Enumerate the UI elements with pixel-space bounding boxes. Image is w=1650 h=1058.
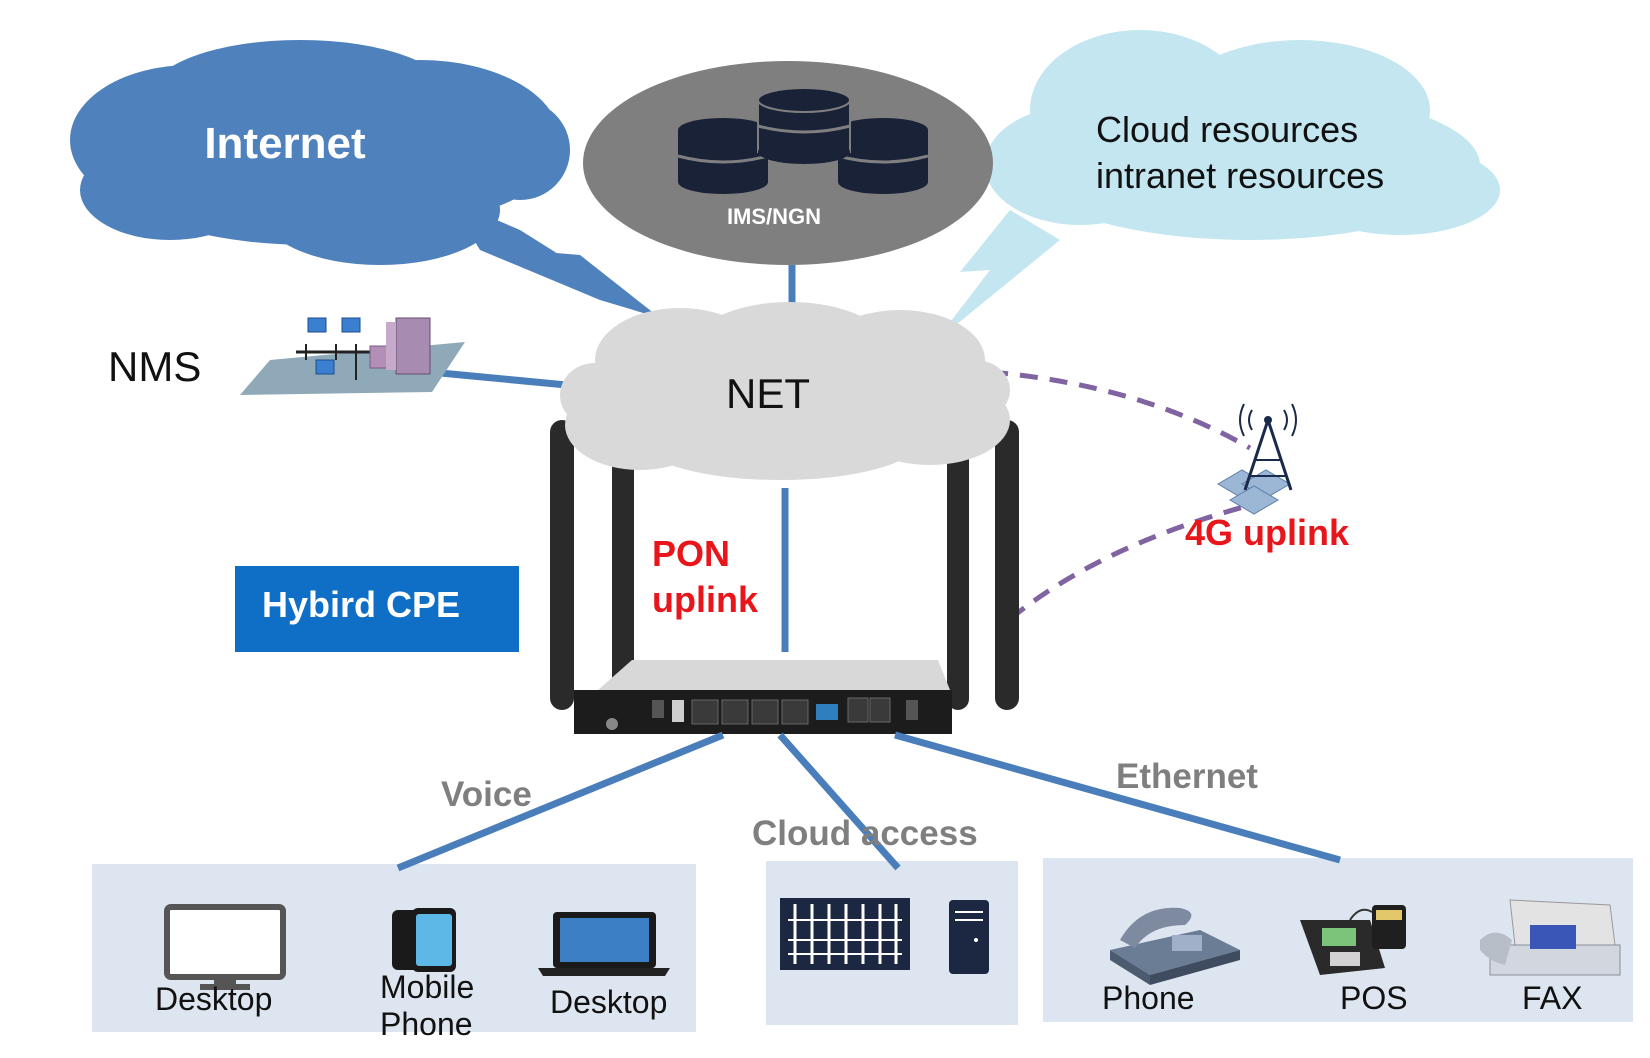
internet-label: Internet [204, 119, 366, 168]
voice-link-line [396, 731, 725, 872]
voice-label: Voice [441, 775, 532, 814]
nms-label: NMS [108, 343, 201, 390]
pon-label-line1: PON [652, 533, 730, 574]
hybrid-cpe-label: Hybird CPE [262, 584, 460, 625]
mobile-label-line1: Mobile [380, 969, 474, 1005]
fax-label: FAX [1522, 980, 1582, 1016]
net-label: NET [726, 370, 810, 417]
ethernet-label: Ethernet [1116, 757, 1258, 796]
cloud-resources-cloud [935, 30, 1500, 342]
desktop-label-1: Desktop [155, 981, 272, 1017]
patch-panel-icon [780, 898, 910, 970]
hybrid-cpe-badge [235, 566, 519, 652]
server-tower-icon [949, 900, 989, 974]
pos-label: POS [1340, 980, 1408, 1016]
mobile-label-line2: Phone [380, 1006, 473, 1042]
cell-tower-icon [1217, 403, 1297, 515]
lte-dashed-link-upper [989, 369, 1252, 451]
internet-cloud [70, 40, 660, 318]
lte-uplink-label: 4G uplink [1185, 512, 1350, 553]
fax-machine-icon [1480, 899, 1621, 976]
desktop-monitor-icon [164, 904, 286, 990]
router-antennas [550, 420, 1019, 710]
database-icon [677, 87, 929, 194]
phone-label: Phone [1102, 980, 1195, 1016]
ethernet-link-line [894, 731, 1341, 864]
router [574, 660, 952, 734]
ims-ngn-label: IMS/NGN [727, 204, 821, 229]
laptop-icon [538, 912, 670, 976]
cloud-access-link-line [777, 732, 901, 871]
desktop-label-2: Desktop [550, 984, 667, 1020]
nms-network-icon [240, 317, 465, 395]
cloud-resources-line2: intranet resources [1096, 155, 1384, 196]
desk-phone-icon [1110, 907, 1240, 985]
lte-dashed-link-lower [1013, 497, 1271, 617]
pon-label-line2: uplink [652, 579, 759, 620]
net-cloud [560, 302, 1010, 480]
mobile-phone-icon [392, 908, 456, 972]
pos-terminal-icon [1300, 905, 1406, 975]
cloud-access-label: Cloud access [752, 814, 978, 853]
cloud-resources-line1: Cloud resources [1096, 109, 1358, 150]
